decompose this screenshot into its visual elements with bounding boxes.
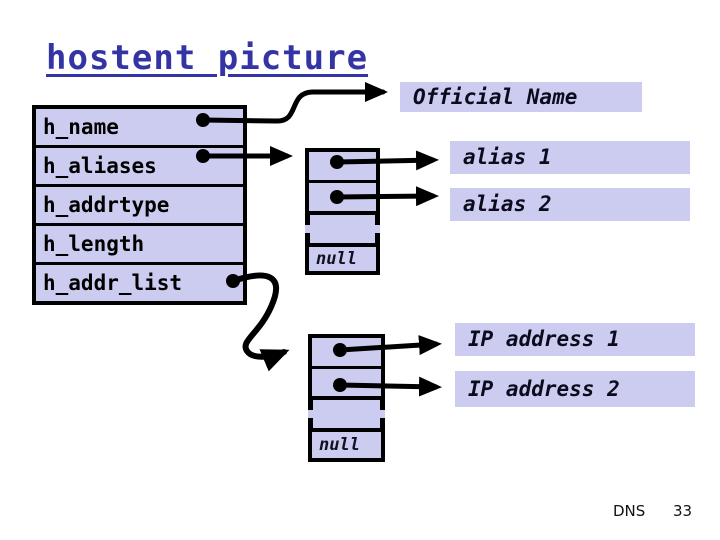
footer-page-number: 33 (673, 502, 693, 520)
addr-array-cell-1 (312, 369, 381, 396)
alias-array-box (305, 148, 380, 215)
alias-2-label: alias 2 (450, 188, 690, 221)
struct-field-h-addrtype: h_addrtype (36, 187, 243, 226)
alias-array-null-cell: null (305, 243, 380, 275)
ip-address-2-label: IP address 2 (455, 371, 695, 407)
addr-array-ellipsis-cell (308, 400, 385, 428)
struct-field-h-addr-list: h_addr_list (43, 271, 183, 295)
slide-title: hostent picture (46, 38, 369, 78)
struct-field-h-name: h_name (36, 109, 243, 148)
alias-array-ellipsis-cell (305, 215, 380, 243)
alias-1-label: alias 1 (450, 141, 690, 174)
hostent-struct-box: h_name h_aliases h_addrtype h_length h_a… (32, 105, 247, 305)
alias-array-cell-0 (309, 152, 376, 183)
footer-course-label: DNS (613, 502, 646, 520)
addr-array-cell-0 (312, 338, 381, 369)
addr-array-box (308, 334, 385, 400)
addr-array-null-cell: null (308, 428, 385, 462)
struct-field-h-aliases: h_aliases (36, 148, 243, 187)
ip-address-1-label: IP address 1 (455, 323, 695, 356)
alias-array-cell-1 (309, 183, 376, 211)
official-name-label: Official Name (400, 82, 642, 112)
struct-field-h-length: h_length (36, 226, 243, 265)
